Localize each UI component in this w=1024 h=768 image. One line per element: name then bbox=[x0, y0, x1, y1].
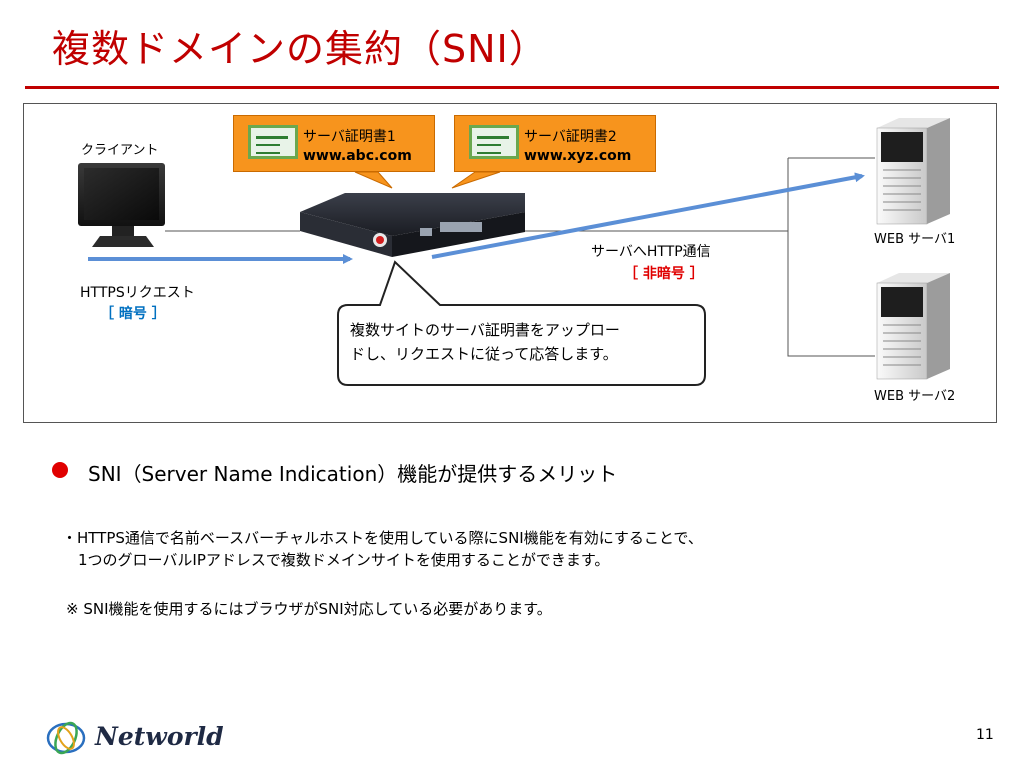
https-request-label: HTTPSリクエスト bbox=[80, 285, 195, 301]
server1-label: WEB サーバ1 bbox=[874, 232, 956, 247]
page-title: 複数ドメインの集約（SNI） bbox=[52, 27, 548, 71]
server-cert2-box: サーバ証明書2 www.xyz.com bbox=[454, 115, 656, 172]
benefit-line2: 1つのグローバルIPアドレスで複数ドメインサイトを使用することができます。 bbox=[78, 551, 610, 569]
certificate-icon bbox=[469, 125, 519, 159]
certificate-icon bbox=[248, 125, 298, 159]
server2-link-line bbox=[787, 158, 875, 357]
client-monitor-icon bbox=[78, 163, 165, 247]
http-to-server-label: サーバへHTTP通信 bbox=[591, 244, 711, 260]
http-forward-arrow bbox=[431, 172, 865, 259]
callout-text: 複数サイトのサーバ証明書をアップロー ドし、リクエストに従って応答します。 bbox=[350, 318, 705, 366]
unencrypted-label: ［ 非暗号 ］ bbox=[624, 266, 704, 282]
networld-logo-text: Networld bbox=[95, 722, 224, 751]
cert2-title: サーバ証明書2 bbox=[524, 129, 617, 145]
diagram-frame bbox=[23, 103, 997, 423]
networld-logo-icon bbox=[46, 721, 86, 755]
callout-line1: 複数サイトのサーバ証明書をアップロー bbox=[350, 321, 620, 339]
encrypted-label: ［ 暗号 ］ bbox=[100, 306, 166, 322]
cert2-pointer bbox=[451, 171, 501, 189]
bullet-icon bbox=[52, 462, 68, 478]
load-balancer-appliance-icon bbox=[300, 193, 525, 257]
page-number: 11 bbox=[976, 727, 994, 743]
cert1-pointer bbox=[354, 171, 393, 189]
benefit-note: ※ SNI機能を使用するにはブラウザがSNI対応している必要があります。 bbox=[66, 600, 552, 618]
benefit-line1: ・HTTPS通信で名前ベースバーチャルホストを使用している際にSNI機能を有効に… bbox=[62, 529, 703, 547]
explanation-callout-bubble bbox=[337, 260, 706, 386]
server-cert1-box: サーバ証明書1 www.abc.com bbox=[233, 115, 435, 172]
server2-label: WEB サーバ2 bbox=[874, 389, 956, 404]
title-divider bbox=[25, 86, 999, 89]
benefits-heading: SNI（Server Name Indication）機能が提供するメリット bbox=[88, 462, 618, 486]
cert1-domain: www.abc.com bbox=[303, 148, 412, 164]
client-label: クライアント bbox=[81, 143, 159, 158]
callout-line2: ドし、リクエストに従って応答します。 bbox=[350, 345, 618, 363]
cert2-domain: www.xyz.com bbox=[524, 148, 632, 164]
web-server1-icon bbox=[876, 118, 950, 225]
cert1-title: サーバ証明書1 bbox=[303, 129, 396, 145]
web-server2-icon bbox=[876, 273, 950, 380]
